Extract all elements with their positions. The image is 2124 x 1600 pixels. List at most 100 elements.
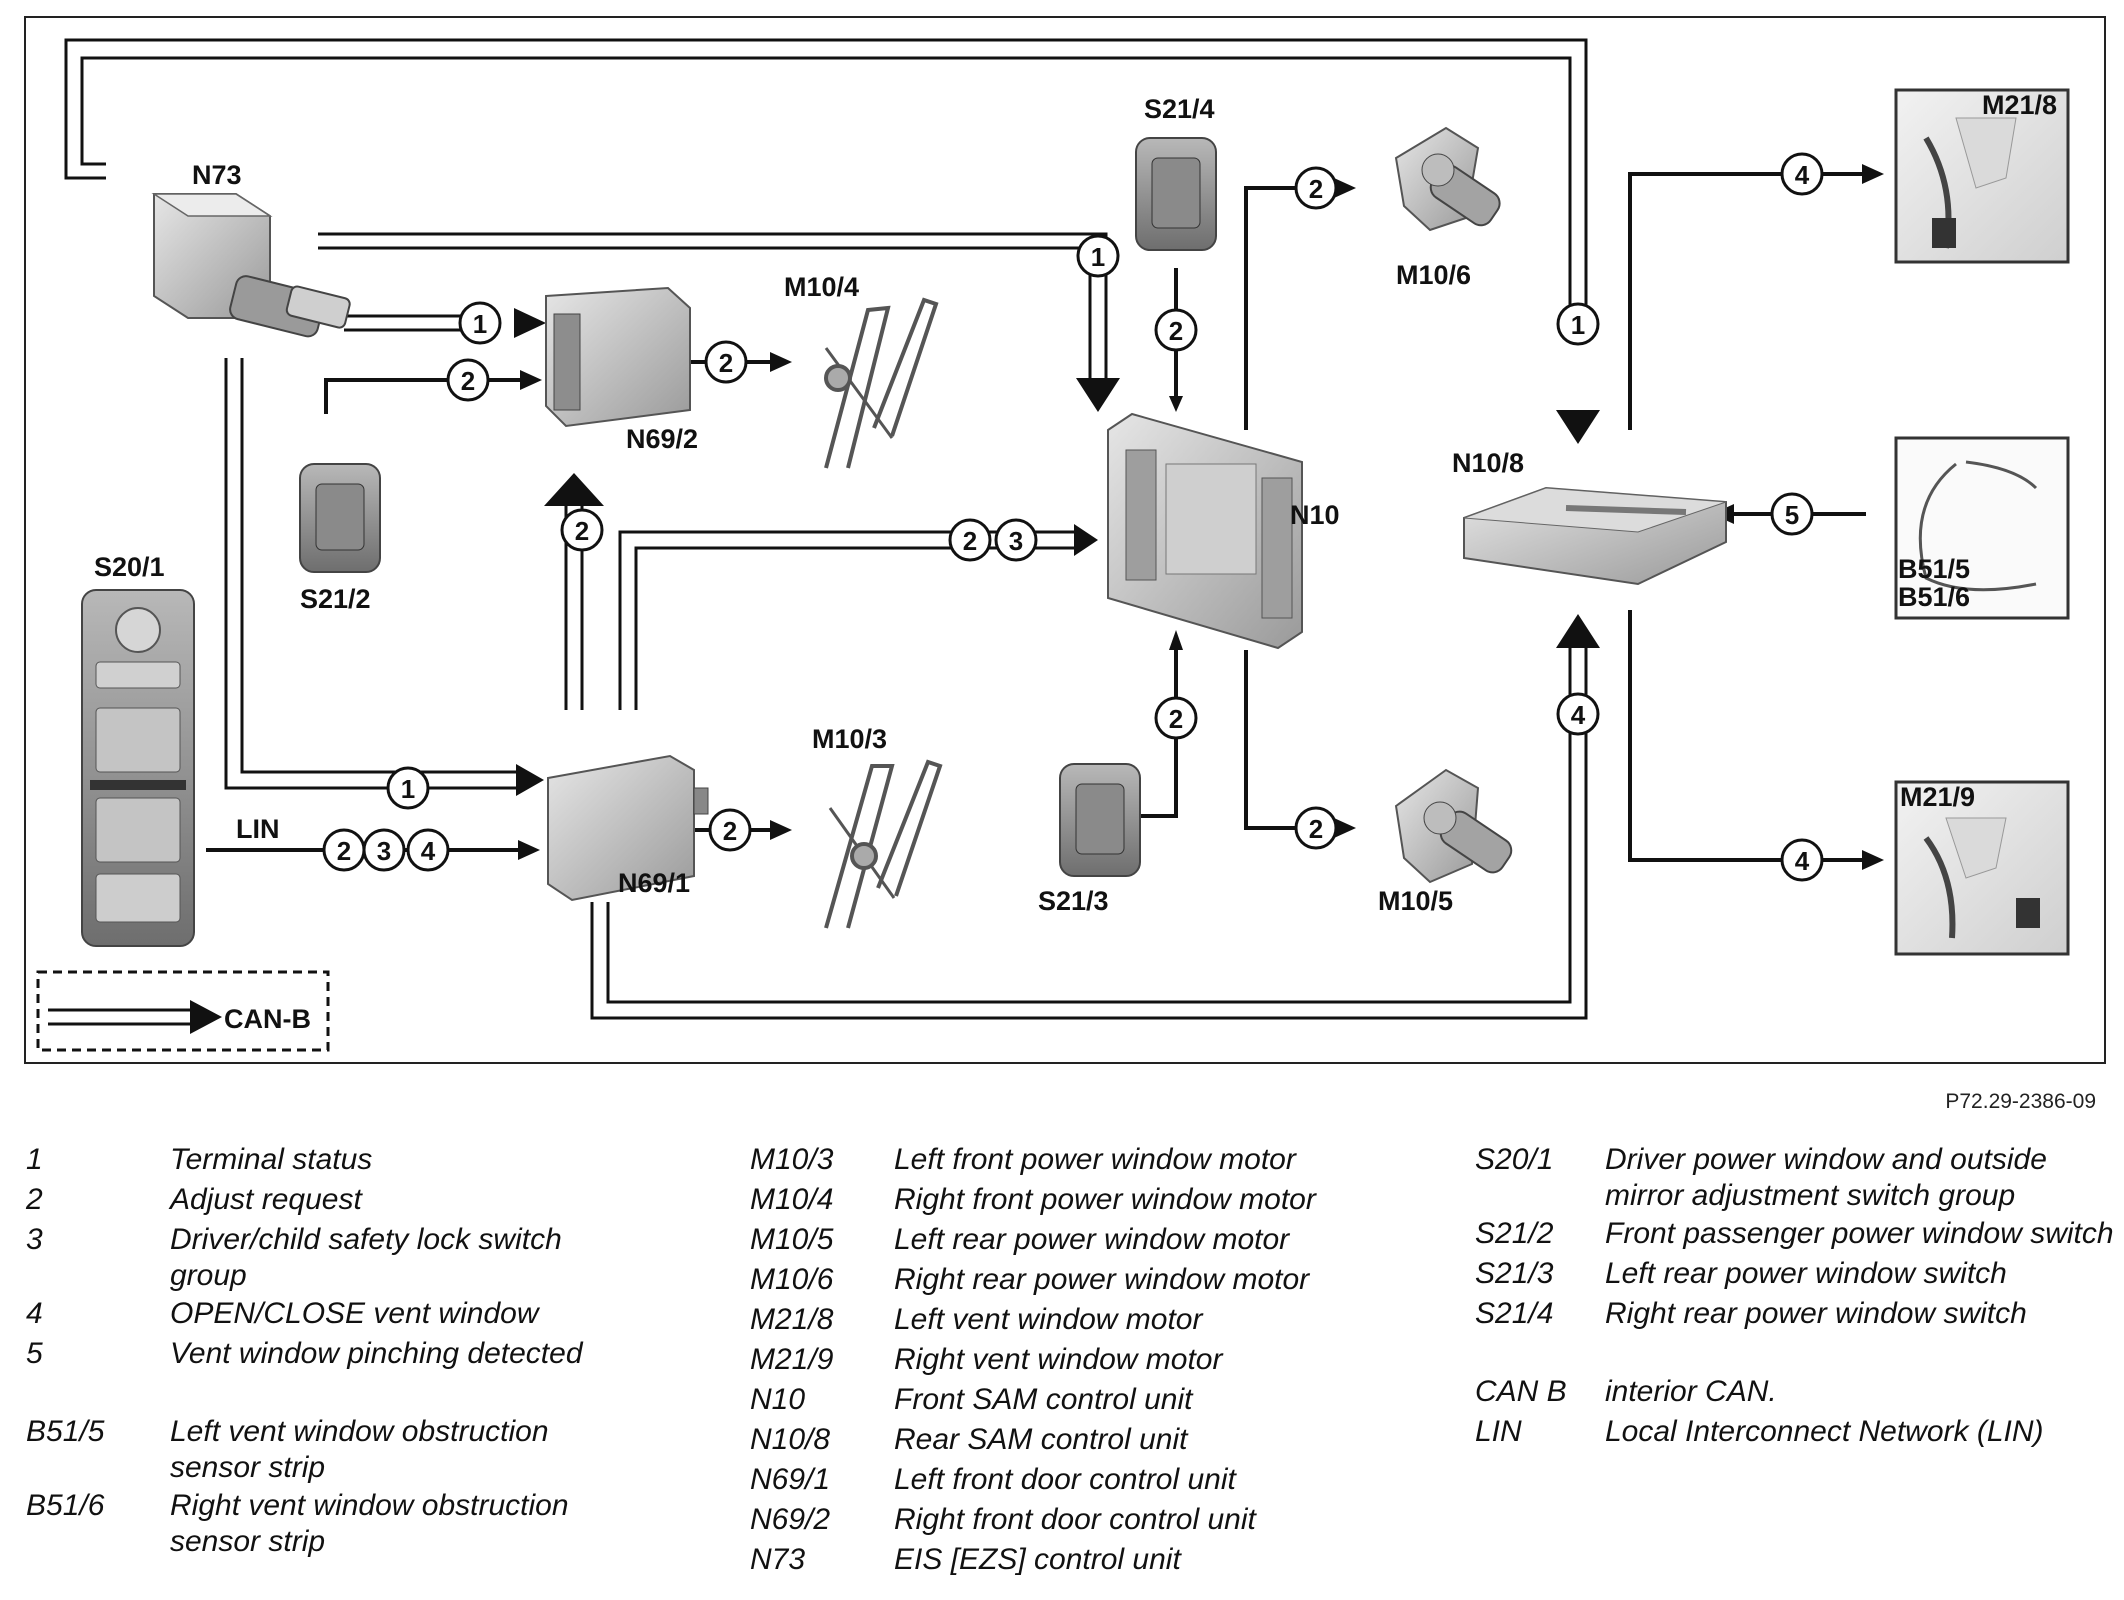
- n69-1-door-control-unit[interactable]: [547, 754, 709, 902]
- legend-row: 5 Vent window pinching detected: [26, 1334, 646, 1374]
- signal-circle: [560, 508, 604, 552]
- label-n69-2: N69/2: [626, 424, 698, 454]
- m21-8-vent-window-motor[interactable]: [1894, 88, 2070, 264]
- legend-spacer: [1475, 1334, 2115, 1372]
- legend-code: 2: [26, 1183, 43, 1216]
- n10-front-sam-unit[interactable]: [1107, 412, 1303, 650]
- arrow-n73-n10: [1076, 378, 1120, 412]
- label-m21-9: M21/9: [1900, 782, 1975, 812]
- signal-number: 4: [1795, 846, 1810, 876]
- legend-description: OPEN/CLOSE vent window: [170, 1297, 539, 1330]
- legend-description: Left rear power window switch: [1605, 1257, 2007, 1290]
- legend-code: M10/4: [750, 1183, 834, 1216]
- legend-description: interior CAN.: [1605, 1375, 1777, 1408]
- legend-code: 5: [26, 1337, 43, 1370]
- m10-3-window-motor[interactable]: [824, 759, 943, 929]
- arrow-n69-2-m10-4: [770, 352, 792, 372]
- legend-code: N73: [750, 1543, 806, 1576]
- lin-label: LIN: [236, 814, 280, 844]
- label-m10-4: M10/4: [784, 272, 859, 302]
- b51-sensor-strips[interactable]: [1894, 436, 2070, 620]
- m10-4-window-motor[interactable]: [824, 297, 939, 469]
- label-m10-5: M10/5: [1378, 886, 1453, 916]
- signal-circle: [406, 828, 450, 872]
- s21-2-switch[interactable]: [299, 463, 381, 573]
- legend-column-3: S20/1 Driver power window and outside mir…: [1475, 1140, 2115, 1452]
- legend-row: 1 Terminal status: [26, 1140, 646, 1180]
- signal-circle: [1154, 696, 1198, 740]
- n69-2-door-control-unit[interactable]: [545, 286, 691, 428]
- legend-description: Left front power window motor: [894, 1143, 1296, 1176]
- n10-8-rear-sam-unit[interactable]: [1463, 486, 1727, 586]
- signal-number: 2: [1309, 174, 1323, 204]
- signal-circle: [1154, 308, 1198, 352]
- signal-number: 2: [719, 348, 733, 378]
- arrow-n10-8-m21-8: [1862, 164, 1884, 184]
- legend-row: M21/9 Right vent window motor: [750, 1340, 1390, 1380]
- legend-spacer: [26, 1374, 646, 1412]
- signal-number: 2: [1309, 814, 1323, 844]
- legend-description: Driver power window and outside mirror a…: [1605, 1143, 2047, 1212]
- legend-code: M10/3: [750, 1143, 834, 1176]
- legend-code: 1: [26, 1143, 43, 1176]
- label-n10-8: N10/8: [1452, 448, 1524, 478]
- signal-circle: [386, 766, 430, 810]
- m10-5-window-motor[interactable]: [1394, 768, 1516, 884]
- legend-description: Left vent window motor: [894, 1303, 1203, 1336]
- n73-ignition-unit[interactable]: [151, 193, 351, 338]
- legend-description: Right rear power window motor: [894, 1263, 1310, 1296]
- legend-description: Right vent window motor: [894, 1343, 1223, 1376]
- signal-number: 4: [1571, 700, 1586, 730]
- legend-description: Terminal status: [170, 1143, 373, 1176]
- label-b51-6: B51/6: [1898, 582, 1970, 612]
- signal-circle: [948, 518, 992, 562]
- signal-circle: [1556, 302, 1600, 346]
- s21-3-switch[interactable]: [1059, 763, 1141, 877]
- signal-number: 2: [461, 366, 475, 396]
- signal-circle: [1076, 234, 1120, 278]
- s20-1-switch-group[interactable]: [81, 589, 195, 947]
- legend-code: S21/4: [1475, 1297, 1554, 1330]
- legend-description: Vent window pinching detected: [170, 1337, 583, 1370]
- s21-4-switch[interactable]: [1135, 137, 1217, 251]
- can-b-label: CAN-B: [224, 1004, 311, 1034]
- legend-code: CAN B: [1475, 1375, 1567, 1408]
- legend-code: B51/5: [26, 1415, 105, 1448]
- arrow-s21-3-n10: [1169, 630, 1183, 650]
- signal-number: 2: [723, 816, 737, 846]
- legend-description: Left rear power window motor: [894, 1223, 1290, 1256]
- label-m21-8: M21/8: [1982, 90, 2057, 120]
- legend-code: S20/1: [1475, 1143, 1554, 1176]
- legend-description: Right rear power window switch: [1605, 1297, 2027, 1330]
- signal-number: 3: [1009, 526, 1023, 556]
- legend-description: Adjust request: [170, 1183, 362, 1216]
- legend-code: N10: [750, 1383, 806, 1416]
- signal-circle: [1294, 166, 1338, 210]
- signal-number: 2: [575, 516, 589, 546]
- arrow-s21-2-n69-2: [520, 370, 542, 390]
- signal-number: 1: [473, 309, 487, 339]
- legend-code: M21/9: [750, 1343, 834, 1376]
- m10-6-window-motor[interactable]: [1394, 126, 1504, 232]
- signal-number: 1: [1571, 310, 1585, 340]
- arrow-n10-m10-6: [1334, 178, 1356, 198]
- signal-number: 2: [1169, 704, 1183, 734]
- signal-number: 3: [377, 836, 391, 866]
- legend-code: S21/2: [1475, 1217, 1554, 1250]
- arrow-n73-n10-8: [1556, 410, 1600, 444]
- legend-code: 3: [26, 1223, 43, 1256]
- m21-9-vent-window-motor[interactable]: [1894, 780, 2070, 956]
- arrow-n69-1-n69-2: [544, 473, 604, 506]
- signal-number: 4: [1795, 160, 1810, 190]
